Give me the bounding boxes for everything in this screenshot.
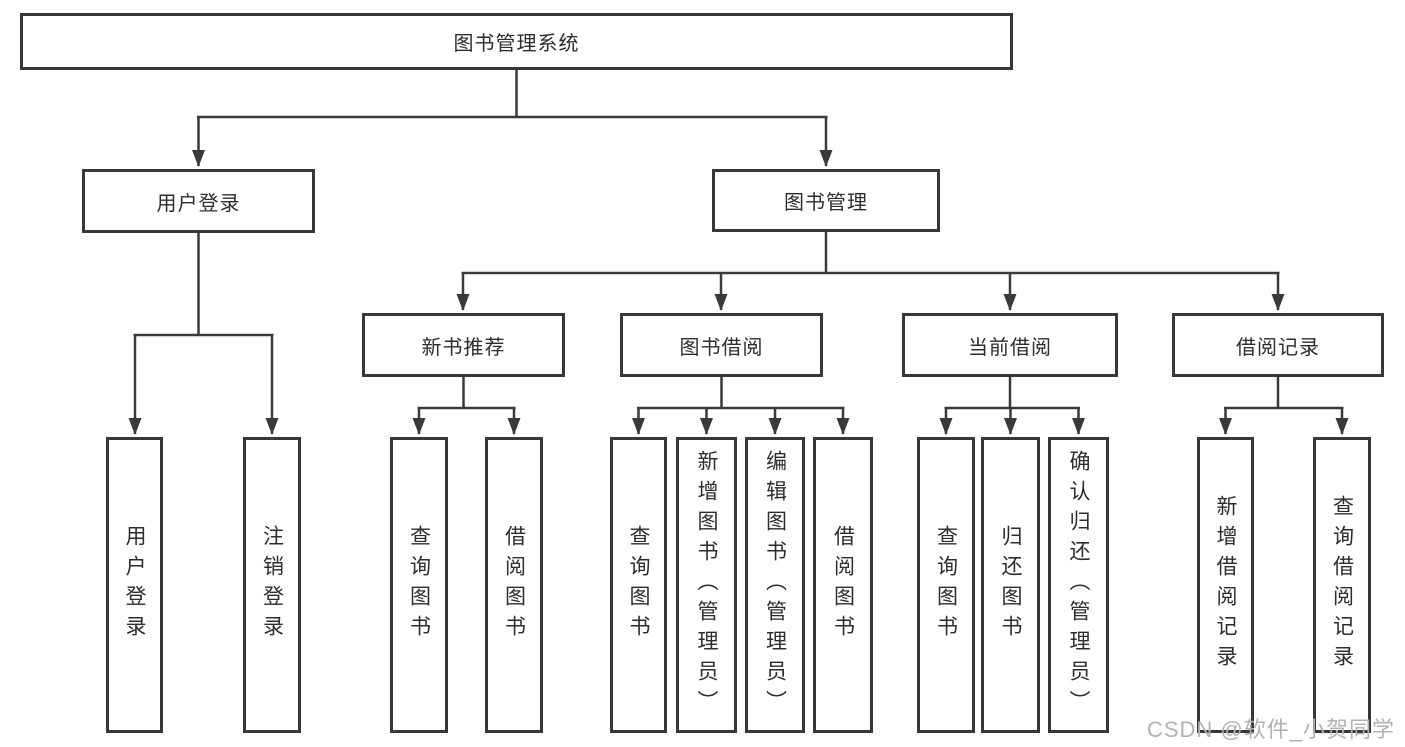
leaf-label: 归还图书: [999, 525, 1022, 645]
node-user-login: 用户登录: [82, 169, 315, 233]
node-new-book-recommend: 新书推荐: [362, 313, 565, 377]
node-label: 借阅记录: [1236, 336, 1320, 359]
leaf-add-books-admin: 新增图书（管理员）: [676, 437, 737, 733]
node-label: 图书管理系统: [453, 33, 580, 55]
node-library-management-system: 图书管理系统: [20, 13, 1013, 70]
leaf-return-books: 归还图书: [981, 437, 1040, 733]
leaf-label: 查询图书: [407, 525, 431, 645]
leaf-borrow-books-1: 借阅图书: [485, 437, 543, 733]
node-book-management: 图书管理: [712, 169, 940, 232]
leaf-label: 新增图书（管理员）: [695, 450, 718, 720]
leaf-label: 确认归还（管理员）: [1067, 450, 1090, 720]
leaf-label: 注销登录: [260, 525, 284, 645]
leaf-label: 查询图书: [627, 525, 650, 645]
leaf-label: 用户登录: [123, 525, 146, 645]
node-borrowing-records: 借阅记录: [1172, 313, 1384, 377]
node-label: 图书管理: [784, 192, 868, 214]
leaf-label: 借阅图书: [502, 525, 526, 645]
node-book-borrowing: 图书借阅: [620, 313, 823, 377]
leaf-label: 借阅图书: [831, 525, 855, 645]
leaf-query-books-1: 查询图书: [390, 437, 448, 733]
leaf-edit-books-admin: 编辑图书（管理员）: [745, 437, 805, 733]
leaf-label: 新增借阅记录: [1214, 495, 1237, 675]
leaf-label: 查询借阅记录: [1330, 495, 1354, 675]
leaf-label: 编辑图书（管理员）: [763, 450, 787, 720]
leaf-query-books-3: 查询图书: [917, 437, 975, 733]
node-label: 当前借阅: [968, 336, 1052, 359]
leaf-confirm-return-admin: 确认归还（管理员）: [1048, 437, 1109, 733]
node-label: 图书借阅: [679, 336, 764, 359]
leaf-label: 查询图书: [934, 525, 958, 645]
leaf-query-books-2: 查询图书: [610, 437, 667, 733]
leaf-query-borrow-record: 查询借阅记录: [1313, 437, 1371, 733]
node-label: 新书推荐: [421, 336, 506, 359]
leaf-borrow-books-2: 借阅图书: [813, 437, 873, 733]
leaf-user-login: 用户登录: [106, 437, 163, 733]
node-current-borrowing: 当前借阅: [902, 313, 1118, 377]
leaf-add-borrow-record: 新增借阅记录: [1197, 437, 1254, 733]
leaf-logout: 注销登录: [243, 437, 301, 733]
node-label: 用户登录: [156, 192, 241, 215]
arrow-lines: [128, 117, 1349, 435]
csdn-watermark: CSDN @软件_小贺同学: [1146, 717, 1395, 742]
